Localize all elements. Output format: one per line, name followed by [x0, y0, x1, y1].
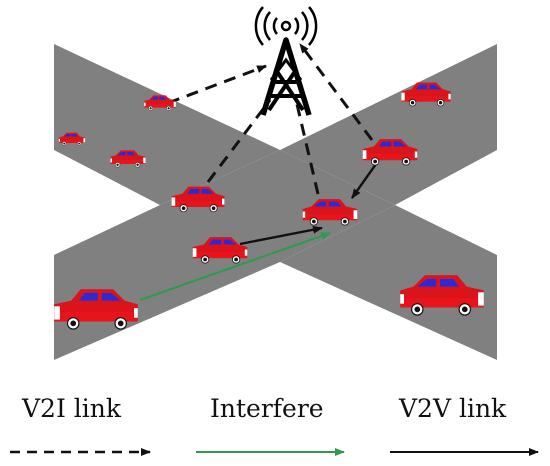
road-network: [54, 44, 497, 360]
v2v-link-1: [351, 163, 377, 199]
legend-interfere-label: Interfere: [210, 394, 324, 423]
road-right-lower: [280, 205, 497, 360]
v2i-links: [167, 43, 374, 195]
v2i-link-1: [167, 64, 267, 105]
v2i-link-2: [206, 99, 272, 183]
road-right-upper: [280, 44, 497, 205]
cell-tower-icon: [254, 6, 318, 116]
legend-v2i-label: V2I link: [22, 394, 122, 423]
road-left-upper: [54, 44, 280, 205]
v2v-links: [239, 163, 377, 246]
legend-v2v-label: V2V link: [399, 394, 507, 423]
v2i-link-4: [298, 43, 374, 141]
v2v-link-2: [239, 225, 323, 246]
interference-link: [139, 232, 331, 301]
v2i-link-3: [294, 99, 320, 195]
